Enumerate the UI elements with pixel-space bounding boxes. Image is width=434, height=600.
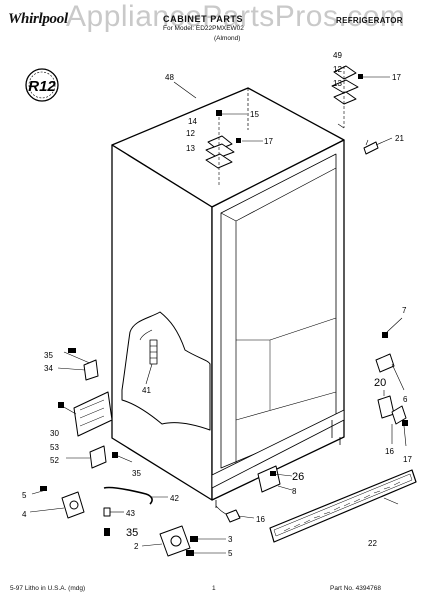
- callout-13b: 13: [186, 144, 195, 153]
- model-line: For Model: ED22PMXEW02: [163, 25, 244, 32]
- base-bracket: [257, 465, 293, 493]
- callout-42: 42: [170, 494, 179, 503]
- callout-17a: 17: [392, 73, 401, 82]
- callout-26: 26: [292, 471, 304, 483]
- front-roller: [141, 525, 226, 557]
- callout-20: 20: [374, 377, 386, 389]
- category-label: REFRIGERATOR: [336, 16, 403, 25]
- top-hinge-center: [205, 110, 263, 186]
- callout-43: 43: [126, 509, 135, 518]
- compressor-plate: [58, 391, 133, 469]
- footer-part-number: Part No. 4394768: [330, 585, 381, 592]
- callout-35c: 35: [126, 527, 138, 539]
- r12-badge-text: R12: [28, 78, 56, 95]
- callout-48: 48: [165, 73, 174, 82]
- r12-badge: R12: [25, 68, 59, 102]
- callout-41: 41: [142, 386, 151, 395]
- callout-12b: 12: [186, 129, 195, 138]
- callout-12a: 12: [333, 65, 342, 74]
- footer-page-number: 1: [212, 585, 216, 592]
- footer-print-info: 5-97 Litho in U.S.A. (mdg): [10, 585, 86, 592]
- callout-15: 15: [250, 110, 259, 119]
- callout-2: 2: [134, 542, 139, 551]
- callout-21: 21: [395, 134, 404, 143]
- bottom-clip: [215, 505, 255, 523]
- callout-13a: 13: [333, 79, 342, 88]
- callout-35a: 35: [44, 351, 53, 360]
- callout-35b: 35: [132, 469, 141, 478]
- left-side-mount: [57, 348, 99, 381]
- callout-14: 14: [188, 117, 197, 126]
- callout-53: 53: [50, 443, 59, 452]
- watermark: AppliancePartsPros.com: [66, 0, 406, 33]
- callout-17b: 17: [264, 137, 273, 146]
- callout-5b: 5: [228, 549, 233, 558]
- callout-8: 8: [292, 487, 297, 496]
- right-side-parts: [375, 317, 408, 447]
- callout-22: 22: [368, 539, 377, 548]
- callout-17c: 17: [403, 455, 412, 464]
- callout-3: 3: [228, 535, 233, 544]
- callout-4: 4: [22, 510, 27, 519]
- callout-5a: 5: [22, 491, 27, 500]
- color-line: (Almond): [214, 35, 241, 42]
- callout-34: 34: [44, 364, 53, 373]
- callout-30: 30: [50, 429, 59, 438]
- page-title: CABINET PARTS: [163, 14, 244, 24]
- cabinet-shell: [111, 87, 345, 508]
- callout-16a: 16: [385, 447, 394, 456]
- brand-logo: Whirlpool: [8, 11, 68, 27]
- leveling-foot-left: [29, 486, 85, 519]
- callout-labels: 48 49 12 13 17 14 12 13 15 17 21 7 35 34…: [22, 51, 412, 558]
- callout-6: 6: [403, 395, 408, 404]
- base-grille: [269, 469, 417, 543]
- top-hinge-right: [331, 65, 393, 155]
- callout-49: 49: [333, 51, 342, 60]
- callout-7: 7: [402, 306, 407, 315]
- drain-tube: [103, 486, 168, 536]
- callout-52: 52: [50, 456, 59, 465]
- callout-16b: 16: [256, 515, 265, 524]
